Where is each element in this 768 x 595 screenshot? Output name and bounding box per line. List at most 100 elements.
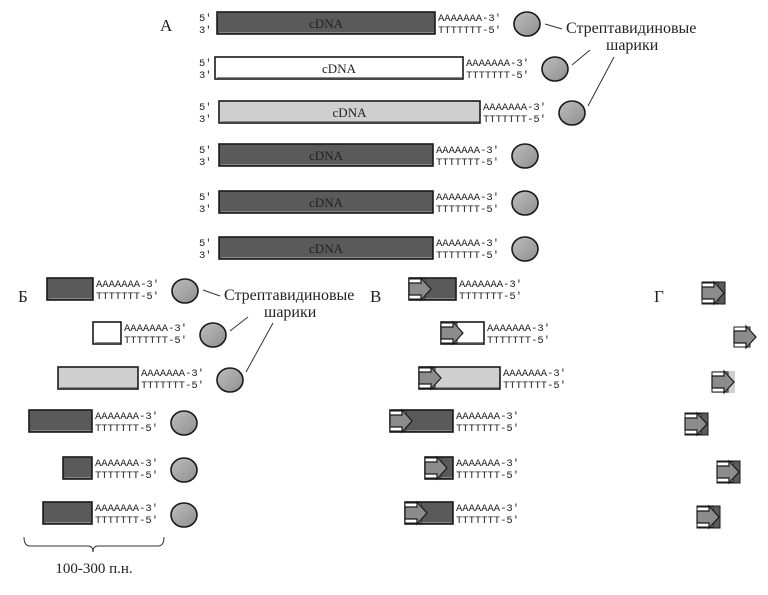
cdna-label: cDNA [309,195,344,210]
poly-a-tail: AAAAAAA-3′ [95,411,158,423]
panel-a-row: 5′3′ cDNA AAAAAAA-3′TTTTTTT-5′ [199,56,569,82]
poly-t-tail: TTTTTTT-5′ [459,291,522,303]
end-5-label: 5′ [199,192,212,204]
streptavidin-bead [171,278,199,304]
panel-b: AAAAAAA-3′TTTTTTT-5′AAAAAAA-3′TTTTTTT-5′… [28,277,244,528]
bead-callout-a: Стрептавидиновые шарики [544,20,696,107]
callout-line [202,289,221,297]
streptavidin-bead [513,11,541,37]
panel-b-row: AAAAAAA-3′TTTTTTT-5′ [62,456,198,483]
panel-g-row [716,459,741,485]
cdna-bar [218,236,434,260]
tag-arrow-head [733,324,757,350]
streptavidin-bead [170,410,198,436]
cdna-bar [42,501,93,525]
poly-a-tail: AAAAAAA-3′ [436,238,499,250]
poly-a-tail: AAAAAAA-3′ [456,411,519,423]
poly-t-tail: TTTTTTT-5′ [141,380,204,392]
streptavidin-bead [511,143,539,169]
poly-a-tail: AAAAAAA-3′ [456,503,519,515]
beads-label-line1: Стрептавидиновые [224,287,354,304]
tag-arrow-icon [684,411,708,437]
panel-b-row: AAAAAAA-3′TTTTTTT-5′ [92,321,227,348]
end-3-label: 3′ [199,70,212,82]
tag-arrow-head [424,455,448,481]
tag-arrow-head [701,280,725,306]
cdna-bar [218,190,434,214]
callout-line [587,56,615,107]
panel-v-row: AAAAAAA-3′TTTTTTT-5′ [389,408,519,435]
end-3-label: 3′ [199,25,212,37]
panel-letter-v: В [370,287,381,306]
poly-t-tail: TTTTTTT-5′ [95,515,158,527]
poly-t-tail: TTTTTTT-5′ [436,157,499,169]
panel-g [684,280,757,530]
cdna-label: cDNA [333,105,368,120]
cdna-label: cDNA [309,16,344,31]
cdna-label: cDNA [309,148,344,163]
tag-arrow-head [716,459,740,485]
poly-t-tail: TTTTTTT-5′ [456,470,519,482]
callout-line [571,49,591,66]
cdna-label: cDNA [322,61,357,76]
panel-letter-g: Г [654,287,664,306]
end-5-label: 5′ [199,58,212,70]
poly-t-tail: TTTTTTT-5′ [456,423,519,435]
tag-arrow-icon [424,455,448,481]
tag-arrow-icon [711,369,735,395]
callout-line [229,316,249,332]
streptavidin-bead [170,502,198,528]
poly-t-tail: TTTTTTT-5′ [466,70,529,82]
streptavidin-bead [199,322,227,348]
poly-a-tail: AAAAAAA-3′ [96,279,159,291]
panel-b-row: AAAAAAA-3′TTTTTTT-5′ [28,409,198,436]
poly-t-tail: TTTTTTT-5′ [124,335,187,347]
streptavidin-bead [558,100,586,126]
poly-a-tail: AAAAAAA-3′ [95,458,158,470]
tag-arrow-icon [408,276,432,302]
callout-line [544,23,563,30]
poly-t-tail: TTTTTTT-5′ [436,204,499,216]
tag-arrow-head [696,504,720,530]
cdna-bar [28,409,93,433]
panel-v-row: AAAAAAA-3′TTTTTTT-5′ [404,500,519,527]
cdna-bar [218,100,481,124]
poly-t-tail: TTTTTTT-5′ [96,291,159,303]
bead-callout-b: Стрептавидиновые шарики [202,287,354,373]
poly-a-tail: AAAAAAA-3′ [436,192,499,204]
poly-a-tail: AAAAAAA-3′ [487,323,550,335]
poly-a-tail: AAAAAAA-3′ [456,458,519,470]
panel-letter-b: Б [18,287,28,306]
panel-b-row: AAAAAAA-3′TTTTTTT-5′ [46,277,199,304]
tag-arrow-head [408,276,432,302]
cdna-bar [57,366,139,390]
panel-v-row: AAAAAAA-3′TTTTTTT-5′ [418,365,566,392]
cdna-label: cDNA [309,241,344,256]
panel-b-row: AAAAAAA-3′TTTTTTT-5′ [42,501,198,528]
poly-t-tail: TTTTTTT-5′ [483,114,546,126]
tag-arrow-icon [404,500,428,526]
panel-g-row [733,324,757,350]
poly-t-tail: TTTTTTT-5′ [95,470,158,482]
panel-b-row: AAAAAAA-3′TTTTTTT-5′ [57,366,244,393]
tag-arrow-head [418,365,442,391]
tag-arrow-head [684,411,708,437]
end-5-label: 5′ [199,238,212,250]
tag-arrow-icon [418,365,442,391]
poly-a-tail: AAAAAAA-3′ [438,13,501,25]
end-5-label: 5′ [199,145,212,157]
tag-arrow-icon [716,459,740,485]
tag-arrow-head [389,408,413,434]
poly-a-tail: AAAAAAA-3′ [466,58,529,70]
poly-a-tail: AAAAAAA-3′ [503,368,566,380]
panel-g-row [701,280,726,306]
end-5-label: 5′ [199,13,212,25]
poly-a-tail: AAAAAAA-3′ [124,323,187,335]
panel-g-row [711,369,735,395]
tag-arrow-icon [701,280,725,306]
